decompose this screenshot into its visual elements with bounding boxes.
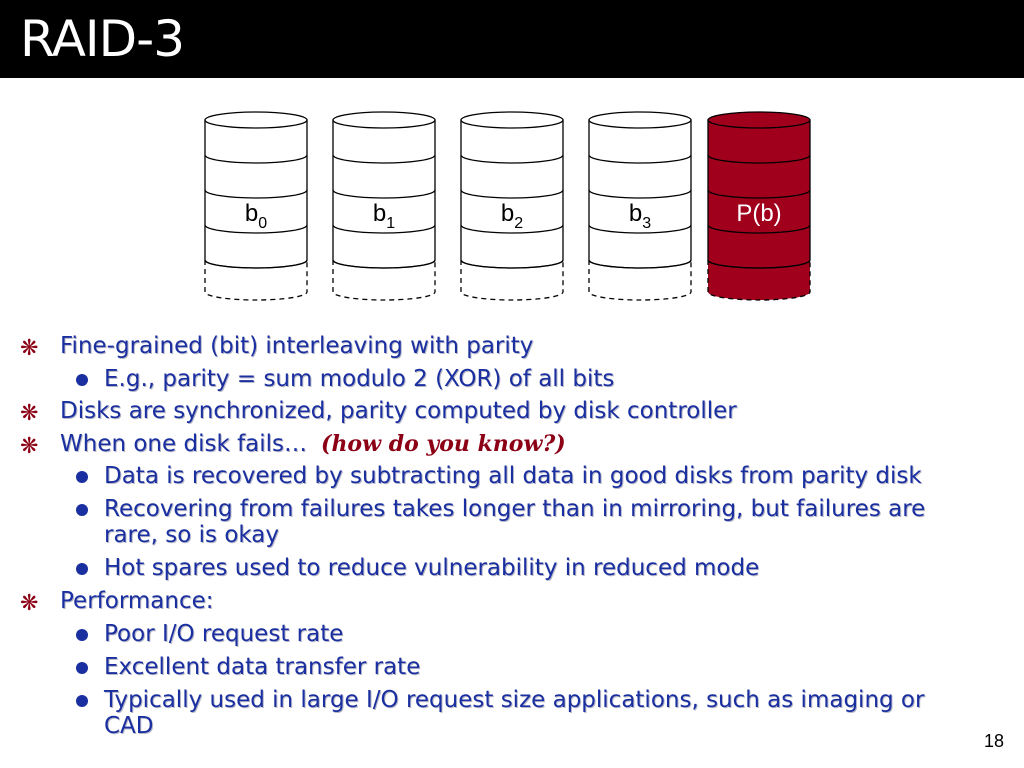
title-bar: RAID-3 [0,0,1024,78]
slide-number: 18 [983,731,1004,751]
dot-bullet-icon [76,504,88,516]
bullet-text: Recovering from failures takes longer th… [104,496,926,548]
bullet-text: Poor I/O request rate [104,621,344,647]
asterisk-bullet-icon: ❋ [20,591,39,616]
bullet-text: Typically used in large I/O request size… [104,687,925,739]
dot-bullet-icon [76,374,88,386]
data-disk: b1 [332,111,436,301]
sub-bullet-poor-io: Poor I/O request rate [0,621,1024,647]
sub-bullet-data-recovered: Data is recovered by subtracting all dat… [0,463,1024,489]
bullet-fine-grained: ❋ Fine-grained (bit) interleaving with p… [0,333,1024,361]
dot-bullet-icon [76,629,88,641]
bullet-disk-fails: ❋ When one disk fails… (how do you know?) [0,431,1024,459]
emphasis-question: (how do you know?) [321,431,566,457]
disk-label: b3 [629,200,651,232]
data-disk: b3 [588,111,692,301]
bullet-text: Performance: [60,588,214,614]
sub-bullet-excellent-transfer: Excellent data transfer rate [0,654,1024,680]
disk-label: b0 [245,200,267,232]
bullet-text: E.g., parity = sum modulo 2 (XOR) of all… [104,366,615,392]
disk-label: b2 [501,200,523,232]
disk-array-diagram: b0 b1 b2 b3 P(b) [204,111,811,301]
data-disk: b0 [204,111,308,301]
slide-title: RAID-3 [20,10,185,68]
sub-bullet-parity-xor: E.g., parity = sum modulo 2 (XOR) of all… [0,366,1024,392]
asterisk-bullet-icon: ❋ [20,401,39,426]
sub-bullet-typical-use: Typically used in large I/O request size… [0,687,1024,739]
bullet-text: Fine-grained (bit) interleaving with par… [60,333,534,359]
bullet-text: Hot spares used to reduce vulnerability … [104,555,760,581]
dot-bullet-icon [76,563,88,575]
sub-bullet-hot-spares: Hot spares used to reduce vulnerability … [0,555,1024,581]
disk-label: b1 [373,200,395,232]
parity-disk: P(b) [707,111,811,301]
bullet-text: Excellent data transfer rate [104,654,421,680]
data-disk: b2 [460,111,564,301]
bullet-text: Disks are synchronized, parity computed … [60,398,737,424]
bullet-list: ❋ Fine-grained (bit) interleaving with p… [0,333,1024,739]
dot-bullet-icon [76,662,88,674]
bullet-text: When one disk fails… [60,431,308,457]
bullet-text: Data is recovered by subtracting all dat… [104,463,922,489]
bullet-performance: ❋ Performance: [0,588,1024,616]
asterisk-bullet-icon: ❋ [20,336,39,361]
dot-bullet-icon [76,695,88,707]
dot-bullet-icon [76,471,88,483]
asterisk-bullet-icon: ❋ [20,434,39,459]
sub-bullet-recovering-longer: Recovering from failures takes longer th… [0,496,1024,548]
disk-label: P(b) [736,200,781,227]
bullet-synchronized: ❋ Disks are synchronized, parity compute… [0,398,1024,426]
